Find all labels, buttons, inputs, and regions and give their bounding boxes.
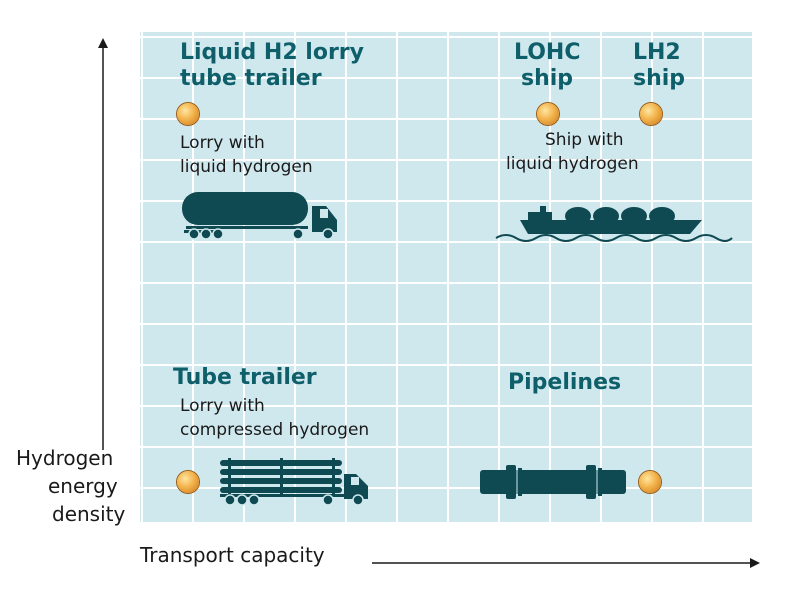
y-axis-label-line-1: Hydrogen [16,446,114,470]
tube-trailer-title: Tube trailer [173,365,317,390]
lh2-ship-title: LH2 ship [633,40,685,92]
liquid-lorry-desc-line-2: liquid hydrogen [180,157,313,177]
lh2-ship-marker [640,103,662,125]
pipeline-icon [480,465,626,499]
y-axis-arrow [98,38,108,450]
tube-trailer-marker [177,471,199,493]
ship-description: Ship with liquid hydrogen [506,128,639,176]
tube-trailer-desc-line-1: Lorry with [180,396,265,416]
diagram-panel: Liquid H2 lorry tube trailer Lorry with … [140,32,752,522]
tanker-ship-icon [495,206,733,242]
x-axis-arrow [372,558,760,568]
y-axis-label-line-2: energy [48,474,118,498]
ship-desc-line-1: Ship with [545,130,624,150]
tanker-truck-icon [182,192,337,240]
liquid-lorry-description: Lorry with liquid hydrogen [180,131,313,179]
tube-trailer-truck-icon [220,458,368,506]
pipelines-marker [639,471,661,493]
tube-trailer-description: Lorry with compressed hydrogen [180,394,369,442]
liquid-lorry-desc-line-1: Lorry with [180,133,265,153]
lohc-ship-title-line-2: ship [521,66,574,91]
lohc-ship-title-line-1: LOHC [514,40,581,65]
liquid-lorry-marker [177,103,199,125]
liquid-lorry-title: Liquid H2 lorry tube trailer [180,40,364,92]
lh2-ship-title-line-1: LH2 [633,40,681,65]
y-axis-label: Hydrogen energy density [16,444,125,528]
lohc-ship-marker [537,103,559,125]
tube-trailer-desc-line-2: compressed hydrogen [180,420,370,440]
lh2-ship-title-line-2: ship [633,66,686,91]
liquid-lorry-title-line-1: Liquid H2 lorry [180,40,364,65]
x-axis-label: Transport capacity [140,543,325,567]
ship-desc-line-2: liquid hydrogen [506,154,639,174]
lohc-ship-title: LOHC ship [514,40,581,92]
liquid-lorry-title-line-2: tube trailer [180,66,322,91]
y-axis-label-line-3: density [52,502,126,526]
pipelines-title: Pipelines [508,370,622,395]
